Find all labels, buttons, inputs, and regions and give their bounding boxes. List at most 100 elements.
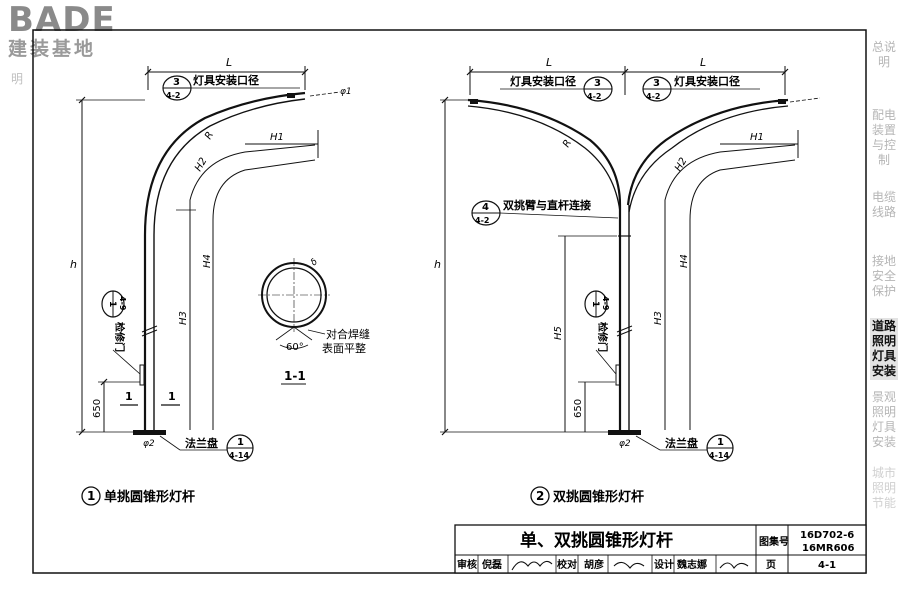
svg-text:3: 3 bbox=[653, 78, 660, 89]
dim2-H4-label: H4 bbox=[679, 254, 690, 268]
drawing1-single-arm-pole: L h 650 1 1 H1 H2 H3 bbox=[70, 56, 352, 506]
reviewer-signature bbox=[511, 560, 553, 571]
svg-text:1: 1 bbox=[107, 301, 117, 307]
dim1-h-label: h bbox=[70, 258, 77, 271]
drawing2-caption-num: 2 bbox=[536, 489, 544, 503]
checker-signature bbox=[613, 561, 645, 569]
drawing2-door-ref: 1 4-9 检修门 bbox=[584, 290, 617, 375]
pole1-door bbox=[139, 364, 145, 386]
pole2-right-arm-outer bbox=[626, 98, 789, 206]
dim1-H3-label: H3 bbox=[178, 311, 189, 325]
drawing2-joint-ref: 4 4-2 双挑臂与直杆连接 bbox=[471, 198, 619, 226]
pole2-door bbox=[615, 364, 621, 386]
drawing2-caption: 双挑圆锥形灯杆 bbox=[553, 489, 644, 505]
pole2-left-arm-outer bbox=[467, 98, 622, 206]
dim2-h-label: h bbox=[434, 258, 441, 271]
svg-text:4-14: 4-14 bbox=[709, 451, 729, 460]
logo-brand: BADE bbox=[8, 0, 116, 40]
dim1-H1-label: H1 bbox=[270, 132, 284, 143]
drawing2-lamp-ref-right: 3 4-2 灯具安装口径 bbox=[642, 74, 760, 102]
titleblock-atlas-no2: 16MR606 bbox=[802, 543, 854, 554]
titleblock-atlas-label: 图集号 bbox=[759, 535, 789, 548]
svg-text:双挑臂与直杆连接: 双挑臂与直杆连接 bbox=[503, 198, 591, 212]
dim2-phi2-label: φ2 bbox=[619, 439, 631, 449]
drawing1-flange-ref: 法兰盘 1 4-14 bbox=[159, 434, 254, 462]
sidebar-item-cable[interactable]: 电缆线路 bbox=[871, 190, 896, 219]
svg-text:1: 1 bbox=[237, 437, 244, 448]
pole1-outer-line bbox=[143, 91, 306, 430]
section-note1: 对合焊缝 bbox=[326, 327, 370, 341]
pole1-break bbox=[141, 325, 158, 337]
section1-mark-right: 1 bbox=[168, 390, 176, 403]
dim1-phi2-label: φ2 bbox=[143, 439, 155, 449]
section-label: 1-1 bbox=[284, 369, 306, 383]
titleblock-review-label: 审核 bbox=[457, 558, 477, 571]
pole2-base-plate bbox=[608, 430, 641, 435]
section-1-1: 60° 对合焊缝 表面平整 δ 1-1 bbox=[258, 257, 370, 385]
svg-text:法兰盘: 法兰盘 bbox=[665, 436, 698, 450]
sidebar-item-distribution[interactable]: 配电装置与控制 bbox=[871, 108, 896, 167]
drawing2-lamp-ref-left: 灯具安装口径 3 4-2 bbox=[500, 74, 613, 102]
sidebar-item-energy[interactable]: 城市照明节能 bbox=[871, 466, 896, 510]
drawing2-flange-ref: 法兰盘 1 4-14 bbox=[635, 434, 734, 462]
dim1-L-label: L bbox=[226, 56, 232, 69]
dim2-H5-label: H5 bbox=[553, 326, 564, 340]
section-note2: 表面平整 bbox=[322, 341, 366, 355]
dim2-H2-label: H2 bbox=[673, 156, 689, 174]
designer-signature bbox=[719, 562, 749, 569]
title-block: 单、双挑圆锥形灯杆 图集号 16D702-6 16MR606 审核 倪磊 校对 … bbox=[454, 524, 867, 574]
svg-text:4-2: 4-2 bbox=[166, 91, 180, 100]
pole1-inner-line bbox=[153, 98, 306, 430]
sidebar-item-general[interactable]: 总说明 bbox=[871, 40, 896, 69]
dim1-phi1-label: φ1 bbox=[340, 87, 352, 97]
svg-text:法兰盘: 法兰盘 bbox=[185, 436, 218, 450]
svg-text:灯具安装口径: 灯具安装口径 bbox=[193, 73, 259, 87]
dim2-L-right: L bbox=[700, 56, 706, 69]
titleblock-page-no: 4-1 bbox=[818, 560, 836, 571]
svg-text:3: 3 bbox=[173, 77, 180, 88]
pole1-lamp-stub bbox=[287, 93, 295, 98]
dim2-650-label: 650 bbox=[573, 399, 584, 418]
titleblock-checker: 胡彦 bbox=[584, 558, 604, 571]
svg-text:灯具安装口径: 灯具安装口径 bbox=[510, 74, 576, 88]
drawing1-lamp-ref: 3 4-2 灯具安装口径 bbox=[162, 73, 300, 101]
drawing2-double-arm-pole: L L h H5 650 H1 H2 H3 H4 R φ2 bbox=[434, 56, 821, 506]
svg-text:3: 3 bbox=[594, 78, 601, 89]
pole1-offset-outline bbox=[212, 159, 316, 430]
dim1-H2-label: H2 bbox=[193, 156, 209, 174]
dim1-R-label: R bbox=[203, 130, 216, 142]
svg-text:4-2: 4-2 bbox=[475, 216, 489, 225]
logo-subtitle: 建装基地 bbox=[8, 38, 97, 60]
section-delta: δ bbox=[309, 257, 320, 268]
svg-text:灯具安装口径: 灯具安装口径 bbox=[674, 74, 740, 88]
sidebar-item-road-lighting[interactable]: 道路照明灯具安装 bbox=[870, 318, 898, 380]
svg-text:4-2: 4-2 bbox=[646, 92, 660, 101]
svg-text:1: 1 bbox=[717, 437, 724, 448]
section-angle: 60° bbox=[286, 342, 304, 353]
bade-logo: BADE 建装基地 bbox=[8, 2, 158, 72]
svg-text:4-14: 4-14 bbox=[229, 451, 249, 460]
dim2-R-label: R bbox=[561, 138, 574, 150]
dim1-650-label: 650 bbox=[92, 399, 103, 418]
drawing1-door-ref: 1 4-9 检修门 bbox=[101, 290, 141, 375]
titleblock-atlas-no1: 16D702-6 bbox=[800, 530, 854, 541]
dim2-L-left: L bbox=[546, 56, 552, 69]
sidebar-item-landscape[interactable]: 景观照明灯具安装 bbox=[871, 390, 896, 449]
titleblock-title: 单、双挑圆锥形灯杆 bbox=[520, 530, 673, 551]
sheet-frame bbox=[32, 29, 867, 574]
titleblock-page-label: 页 bbox=[766, 559, 776, 571]
section1-mark-left: 1 bbox=[125, 390, 133, 403]
drawing2-caption-circle bbox=[530, 486, 550, 506]
titleblock-check-label: 校对 bbox=[557, 558, 577, 571]
svg-text:4-9: 4-9 bbox=[601, 296, 610, 311]
chapter-sidebar: 总说明 配电装置与控制 电缆线路 接地安全保护 道路照明灯具安装 景观照明灯具安… bbox=[868, 30, 900, 525]
sidebar-item-grounding[interactable]: 接地安全保护 bbox=[871, 254, 896, 298]
left-edge-text: 明 bbox=[10, 72, 23, 86]
drawing1-caption-circle bbox=[81, 486, 101, 506]
svg-text:4: 4 bbox=[482, 202, 489, 213]
titleblock-reviewer: 倪磊 bbox=[482, 558, 502, 571]
svg-text:4-2: 4-2 bbox=[587, 92, 601, 101]
titleblock-designer: 魏志娜 bbox=[676, 558, 707, 571]
